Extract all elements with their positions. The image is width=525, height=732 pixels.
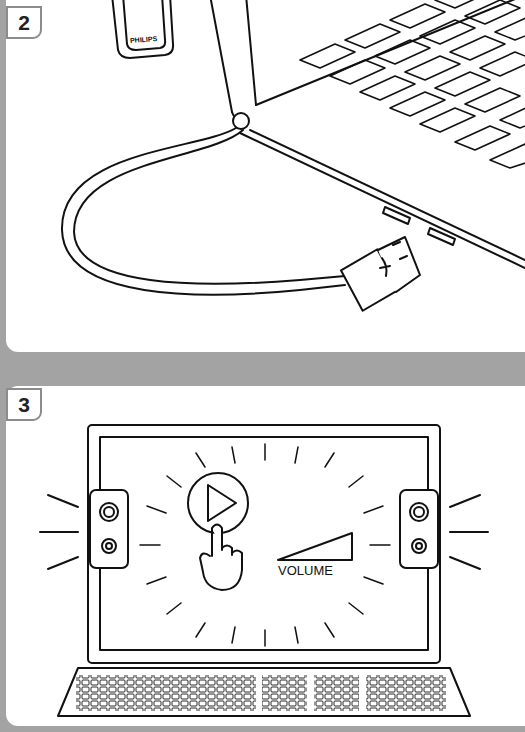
desktop-drawing — [40, 425, 488, 716]
panel — [6, 0, 525, 352]
step-number-box: 2 — [6, 6, 42, 39]
step-number: 3 — [18, 393, 30, 417]
step-number: 2 — [18, 11, 30, 35]
laptop-drawing — [62, 0, 525, 312]
step-number-box: 3 — [6, 388, 42, 421]
volume-label: VOLUME — [278, 563, 333, 578]
panel — [6, 386, 525, 726]
